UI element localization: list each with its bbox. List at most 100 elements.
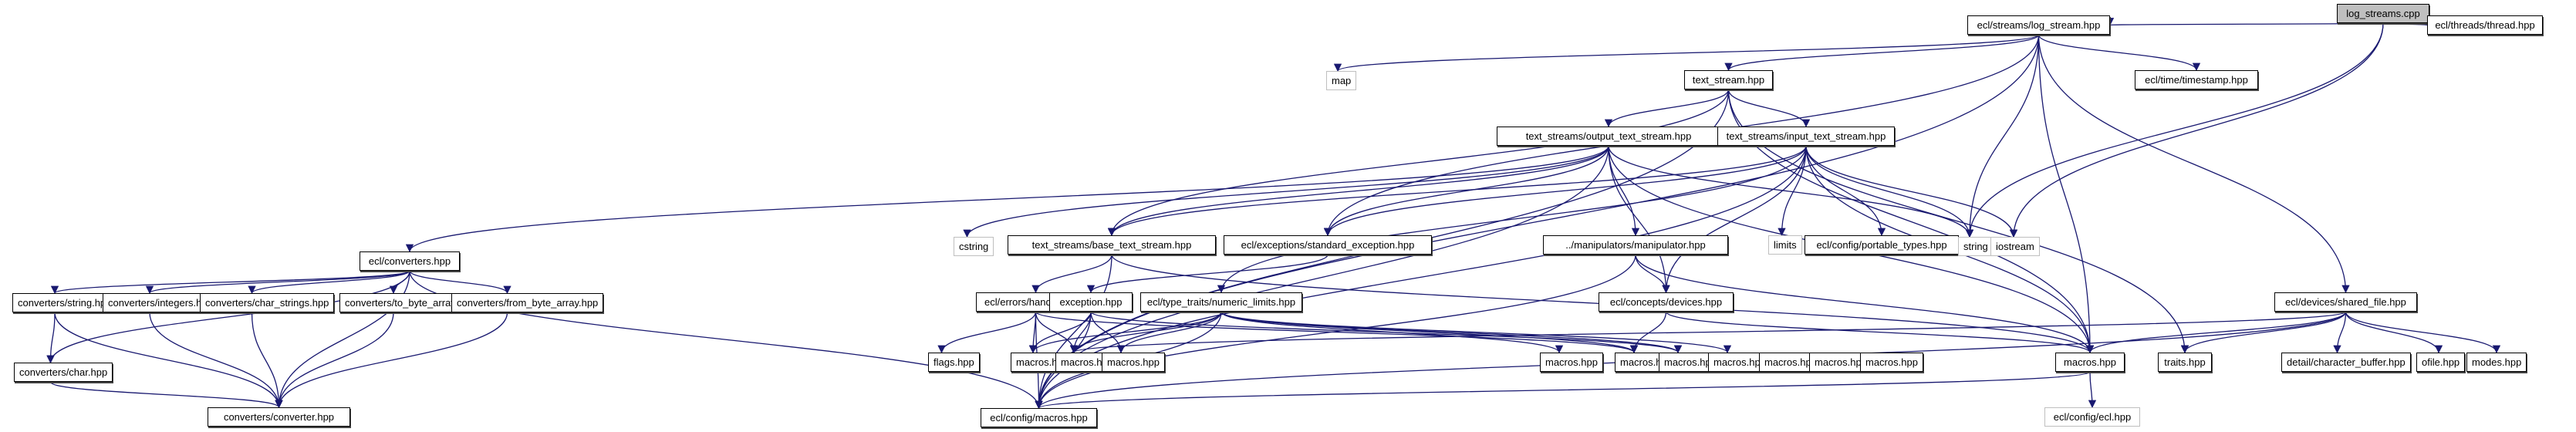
edge-output_ts-to-cstring bbox=[963, 145, 1609, 238]
edge-input_ts-to-string bbox=[1805, 145, 1974, 238]
edge-conv_string-to-converter bbox=[54, 312, 283, 409]
node-iostream[interactable]: iostream bbox=[1990, 237, 2040, 256]
edge-log_stream-to-string bbox=[1965, 34, 2040, 238]
edge-root-to-iostream bbox=[2009, 22, 2384, 238]
node-map[interactable]: map bbox=[1326, 71, 1357, 90]
edge-shared_file-to-ofile bbox=[2345, 311, 2443, 354]
node-numeric-limits[interactable]: ecl/type_traits/numeric_limits.hpp bbox=[1140, 292, 1302, 312]
edge-log_stream-to-text_stream bbox=[1724, 34, 2040, 72]
node-text-stream[interactable]: text_stream.hpp bbox=[1684, 70, 1773, 89]
edge-log_stream-to-timestamp bbox=[2038, 34, 2201, 72]
edge-output_ts-to-base_ts bbox=[1107, 145, 1609, 237]
edge-output_ts-to-converters bbox=[406, 145, 1609, 253]
node-char-buffer[interactable]: detail/character_buffer.hpp bbox=[2281, 353, 2411, 372]
edge-manip-to-config_macros bbox=[1035, 254, 1636, 410]
edge-converters-to-converter bbox=[275, 270, 410, 409]
node-conv-integers[interactable]: converters/integers.hpp bbox=[103, 293, 218, 312]
edge-conv_char-to-converter bbox=[49, 381, 283, 409]
edge-converters-to-conv_string bbox=[51, 270, 410, 295]
node-portable[interactable]: ecl/config/portable_types.hpp bbox=[1805, 235, 1959, 255]
node-std-exc[interactable]: ecl/exceptions/standard_exception.hpp bbox=[1224, 235, 1432, 255]
node-limits[interactable]: limits bbox=[1768, 235, 1802, 255]
edge-input_ts-to-std_exc bbox=[1323, 145, 1807, 237]
edge-std_exc-to-exception bbox=[1086, 254, 1329, 294]
edge-conv_integers-to-converter bbox=[149, 312, 283, 409]
edge-manip-to-m_main bbox=[1635, 254, 2095, 354]
node-config-ecl[interactable]: ecl/config/ecl.hpp bbox=[2044, 407, 2140, 427]
edge-input_ts-to-limits bbox=[1778, 145, 1807, 237]
edge-conv_char_strings-to-converter bbox=[251, 312, 283, 409]
edge-m_main-to-config_macros bbox=[1035, 371, 2091, 410]
node-base-ts[interactable]: text_streams/base_text_stream.hpp bbox=[1008, 235, 1216, 255]
edge-numeric_limits-to-m5 bbox=[1220, 311, 1639, 354]
edge-input_ts-to-base_ts bbox=[1107, 145, 1807, 237]
node-log-stream[interactable]: ecl/streams/log_stream.hpp bbox=[1967, 15, 2110, 35]
edge-output_ts-to-std_exc bbox=[1323, 145, 1609, 237]
edge-log_stream-to-shared_file bbox=[2038, 34, 2350, 294]
edge-root-to-string bbox=[1965, 22, 2384, 238]
edge-conv_from_byte-to-converter bbox=[275, 312, 508, 409]
edge-numeric_limits-to-m7 bbox=[1220, 311, 1731, 354]
edge-numeric_limits-to-m6 bbox=[1220, 311, 1682, 354]
edge-base_ts-to-config_macros bbox=[1035, 254, 1112, 410]
node-string[interactable]: string bbox=[1958, 237, 1994, 256]
edge-converters-to-conv_from_byte bbox=[409, 270, 511, 295]
node-devices[interactable]: ecl/concepts/devices.hpp bbox=[1599, 292, 1734, 312]
edge-shared_file-to-traits bbox=[2180, 311, 2347, 354]
edge-devices-to-m5 bbox=[1629, 311, 1667, 354]
edge-numeric_limits-to-m4 bbox=[1220, 311, 1564, 354]
edge-input_ts-to-numeric_limits bbox=[1217, 145, 1807, 294]
edge-shared_file-to-m2 bbox=[1070, 311, 2347, 354]
node-conv-char-strings[interactable]: converters/char_strings.hpp bbox=[200, 293, 335, 312]
edge-log_stream-to-map bbox=[1334, 34, 2040, 73]
edge-manip-to-devices bbox=[1635, 254, 1670, 294]
node-conv-string[interactable]: converters/string.hpp bbox=[12, 293, 117, 312]
edge-devices-to-m_main bbox=[1665, 311, 2095, 354]
node-modes[interactable]: modes.hpp bbox=[2466, 353, 2527, 372]
node-ofile[interactable]: ofile.hpp bbox=[2416, 353, 2466, 372]
node-m-main[interactable]: macros.hpp bbox=[2055, 353, 2125, 372]
node-thread[interactable]: ecl/threads/thread.hpp bbox=[2427, 15, 2543, 35]
node-cstring[interactable]: cstring bbox=[954, 237, 994, 256]
edge-log_stream-to-m_main bbox=[2038, 34, 2095, 354]
node-manip[interactable]: ../manipulators/manipulator.hpp bbox=[1543, 235, 1728, 255]
edge-root-to-log_stream bbox=[2108, 17, 2384, 26]
node-m4[interactable]: macros.hpp bbox=[1540, 353, 1603, 372]
node-exception[interactable]: exception.hpp bbox=[1049, 292, 1133, 312]
edge-m_main-to-config_ecl bbox=[2088, 371, 2097, 409]
node-flags[interactable]: flags.hpp bbox=[928, 353, 980, 372]
edge-shared_file-to-modes bbox=[2345, 311, 2501, 354]
edge-input_ts-to-iostream bbox=[1805, 145, 2018, 238]
node-m10[interactable]: macros.hpp bbox=[1860, 353, 1923, 372]
edge-text_stream-to-output_ts bbox=[1604, 89, 1730, 128]
node-timestamp[interactable]: ecl/time/timestamp.hpp bbox=[2135, 70, 2258, 89]
node-root[interactable]: log_streams.cpp bbox=[2337, 4, 2429, 23]
edge-converters-to-conv_char_strings bbox=[248, 270, 410, 295]
node-traits[interactable]: traits.hpp bbox=[2158, 353, 2212, 372]
node-input-ts[interactable]: text_streams/input_text_stream.hpp bbox=[1717, 127, 1895, 146]
node-converters[interactable]: ecl/converters.hpp bbox=[360, 251, 460, 271]
edge-converters-to-config_macros bbox=[409, 270, 1043, 410]
edge-output_ts-to-devices bbox=[1608, 145, 1670, 294]
edge-base_ts-to-handlers bbox=[1031, 254, 1112, 294]
node-config-macros[interactable]: ecl/config/macros.hpp bbox=[981, 408, 1097, 427]
node-converter[interactable]: converters/converter.hpp bbox=[208, 407, 350, 427]
edge-handlers-to-m5 bbox=[1035, 311, 1638, 354]
node-m3[interactable]: macros.hpp bbox=[1102, 353, 1165, 372]
edge-shared_file-to-m_main bbox=[2085, 311, 2347, 354]
edge-output_ts-to-manip bbox=[1608, 145, 1640, 237]
edge-conv_string-to-conv_char bbox=[46, 312, 56, 364]
node-output-ts[interactable]: text_streams/output_text_stream.hpp bbox=[1497, 127, 1720, 146]
edge-text_stream-to-input_ts bbox=[1727, 89, 1811, 128]
edge-root-to-thread bbox=[2382, 17, 2431, 26]
node-shared-file[interactable]: ecl/devices/shared_file.hpp bbox=[2274, 292, 2417, 312]
edge-conv_to_byte-to-converter bbox=[275, 312, 394, 409]
edge-converters-to-conv_char bbox=[46, 270, 410, 364]
node-conv-from-byte[interactable]: converters/from_byte_array.hpp bbox=[451, 293, 604, 312]
edge-handlers-to-flags bbox=[937, 311, 1037, 354]
edge-input_ts-to-portable bbox=[1805, 145, 1886, 237]
edge-numeric_limits-to-m2 bbox=[1069, 311, 1222, 354]
node-conv-char[interactable]: converters/char.hpp bbox=[14, 363, 113, 382]
